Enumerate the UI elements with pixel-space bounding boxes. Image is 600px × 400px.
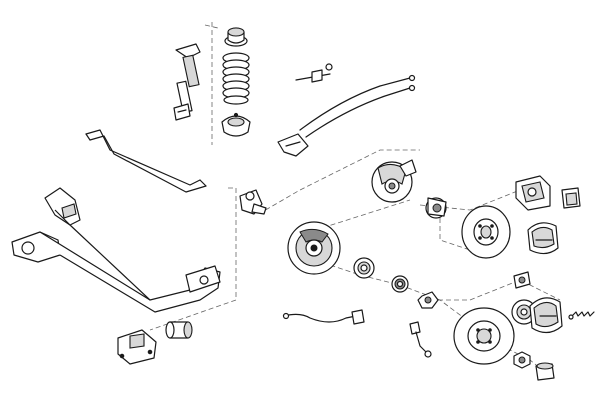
wheel-hub	[425, 197, 447, 219]
brake-pipe-hose	[282, 309, 365, 325]
bleed-nipple-pipe	[409, 321, 432, 358]
axle-bushing	[165, 321, 193, 339]
adjuster-spring	[568, 311, 595, 320]
hub-nut-left	[417, 291, 439, 309]
brake-disc	[461, 205, 511, 259]
brake-shoes-top	[527, 222, 559, 255]
bearing-seal	[391, 275, 409, 293]
handbrake-cables	[299, 74, 416, 138]
brake-hose-clip	[295, 63, 333, 83]
brake-pads	[561, 187, 581, 209]
rear-axle-beam	[11, 187, 221, 313]
axle-mount-bracket	[117, 329, 157, 365]
stub-axle	[239, 189, 267, 215]
coil-spring	[222, 52, 250, 105]
wheel-cylinder	[513, 271, 531, 289]
caliper-carrier	[371, 159, 417, 203]
dust-cap	[535, 362, 555, 381]
brake-backing-plate-disc	[287, 221, 341, 275]
brake-caliper	[515, 175, 551, 211]
wheel-bearing-left	[353, 257, 375, 279]
shock-absorber	[173, 43, 201, 121]
cable-bracket	[277, 133, 309, 157]
brake-shoes-bottom	[529, 297, 563, 334]
anti-roll-bar	[85, 129, 207, 193]
hub-nut-right	[513, 351, 531, 369]
brake-drum	[453, 307, 515, 365]
spring-seat	[221, 112, 251, 137]
spring-top-mount	[224, 27, 248, 47]
